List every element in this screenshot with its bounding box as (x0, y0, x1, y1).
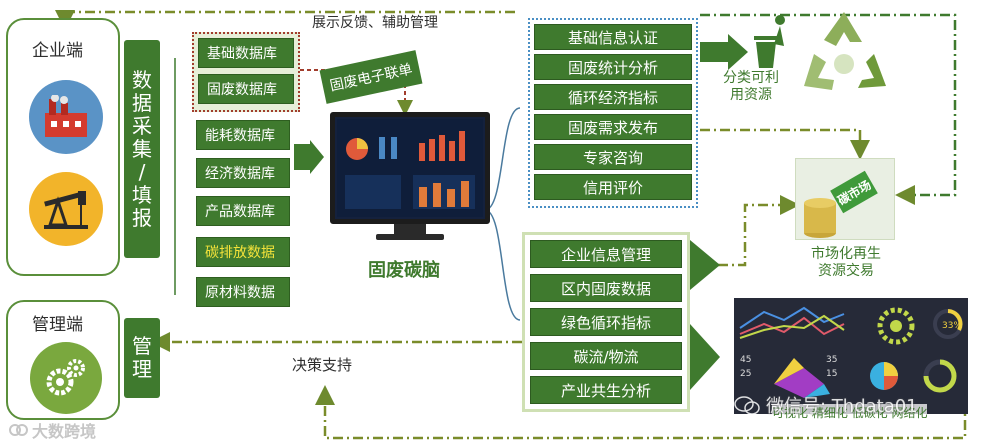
factory-icon (29, 80, 103, 154)
market-label-line: 市场化再生 (811, 246, 881, 262)
recycle-label-line: 用资源 (730, 86, 772, 103)
market-label-line: 资源交易 (818, 262, 874, 279)
dashboard-percent: 33% (942, 321, 962, 331)
brace-right (484, 107, 521, 321)
arrow-right-icon (700, 34, 748, 70)
function-industrial-symbiosis: 产业共生分析 (530, 376, 682, 404)
function-basic-auth: 基础信息认证 (534, 24, 692, 50)
monitor-base (376, 234, 444, 240)
bottom-to-market-line (718, 195, 800, 267)
function-enterprise-info: 企业信息管理 (530, 240, 682, 268)
db-item-material: 原材料数据 (196, 277, 290, 307)
function-demand-publish: 固废需求发布 (534, 114, 692, 140)
coin-stack-icon (804, 198, 836, 238)
watermark-right-text: 微信号: Thdata01 (766, 396, 918, 417)
collect-char: 报 (132, 205, 152, 230)
enterprise-title: 企业端 (32, 41, 83, 61)
function-circular-economy: 循环经济指标 (534, 84, 692, 110)
function-zone-waste-data: 区内固废数据 (530, 274, 682, 302)
function-group-top: 基础信息认证 固废统计分析 循环经济指标 固废需求发布 专家咨询 信用评价 (528, 18, 698, 208)
function-group-bottom: 企业信息管理 区内固废数据 绿色循环指标 碳流/物流 产业共生分析 (522, 232, 690, 412)
arrow-right-icon (294, 140, 324, 174)
function-waste-statistics: 固废统计分析 (534, 54, 692, 80)
db-item-product: 产品数据库 (196, 196, 290, 226)
data-collection-bar: 数 据 采 集 / 填 报 (124, 40, 160, 258)
recycle-symbol-icon (804, 12, 886, 90)
monitor-stand (394, 224, 426, 236)
collect-char: 填 (132, 182, 152, 207)
oil-pump-icon (29, 172, 103, 246)
arrow-right-icon (690, 324, 720, 390)
dashboard-value: 15 (826, 369, 837, 379)
feedback-label: 展示反馈、辅助管理 (312, 15, 438, 31)
manage-bar: 管 理 (124, 318, 160, 398)
arrow-right-icon (690, 240, 720, 290)
collect-char: 据 (132, 90, 152, 115)
feedback-line (55, 10, 515, 30)
screen-dashboard-graphic (337, 119, 483, 217)
admin-title: 管理端 (32, 315, 83, 335)
function-credit-rating: 信用评价 (534, 174, 692, 200)
db-item-economy: 经济数据库 (196, 158, 290, 188)
db-item-basic: 基础数据库 (198, 38, 294, 68)
collect-char: 集 (132, 136, 152, 161)
monitor-screen (330, 112, 490, 224)
recycle-to-market-line (700, 128, 870, 160)
dashboard-value: 45 (740, 355, 751, 365)
brand-logo-icon (9, 424, 28, 436)
manage-char: 管 (132, 334, 152, 358)
collect-char: 数 (132, 67, 152, 92)
dashboard-value: 35 (826, 355, 837, 365)
market-loop-line (700, 13, 957, 205)
market-label: 市场化再生 资源交易 (796, 246, 896, 280)
recycle-label-line: 分类可利 (723, 70, 779, 86)
watermark-left: 大数跨境 (8, 418, 96, 442)
decision-label: 决策支持 (292, 356, 353, 374)
function-green-indicators: 绿色循环指标 (530, 308, 682, 336)
collect-char: / (138, 159, 146, 184)
trash-bin-icon (754, 15, 785, 68)
db-item-carbon: 碳排放数据 (196, 237, 290, 267)
manage-char: 理 (132, 357, 152, 381)
db-item-energy: 能耗数据库 (196, 120, 290, 150)
center-monitor (330, 112, 490, 250)
collect-char: 采 (132, 113, 152, 138)
function-expert-consult: 专家咨询 (534, 144, 692, 170)
admin-panel: 管理端 (6, 300, 120, 420)
market-image: 碳市场 (795, 158, 895, 240)
watermark-left-text: 大数跨境 (32, 422, 97, 441)
recycle-label: 分类可利 用资源 (716, 70, 786, 104)
center-title: 固废碳脑 (368, 260, 440, 281)
enterprise-panel: 企业端 (6, 18, 120, 276)
wechat-icon (734, 396, 760, 415)
db-item-solid-waste: 固废数据库 (198, 74, 294, 104)
db-group-core: 基础数据库 固废数据库 (192, 32, 300, 112)
overlay-caption: 可视化 精细化 低碳化 网络化 (772, 404, 928, 421)
gears-icon (30, 342, 102, 414)
analytics-dashboard: 33% 45 25 35 15 (734, 298, 968, 414)
dashboard-value: 25 (740, 369, 751, 379)
function-carbon-logistics: 碳流/物流 (530, 342, 682, 370)
watermark-right: 微信号: Thdata01 (734, 392, 918, 418)
dashboard-graphic: 33% 45 25 35 15 (739, 306, 963, 398)
